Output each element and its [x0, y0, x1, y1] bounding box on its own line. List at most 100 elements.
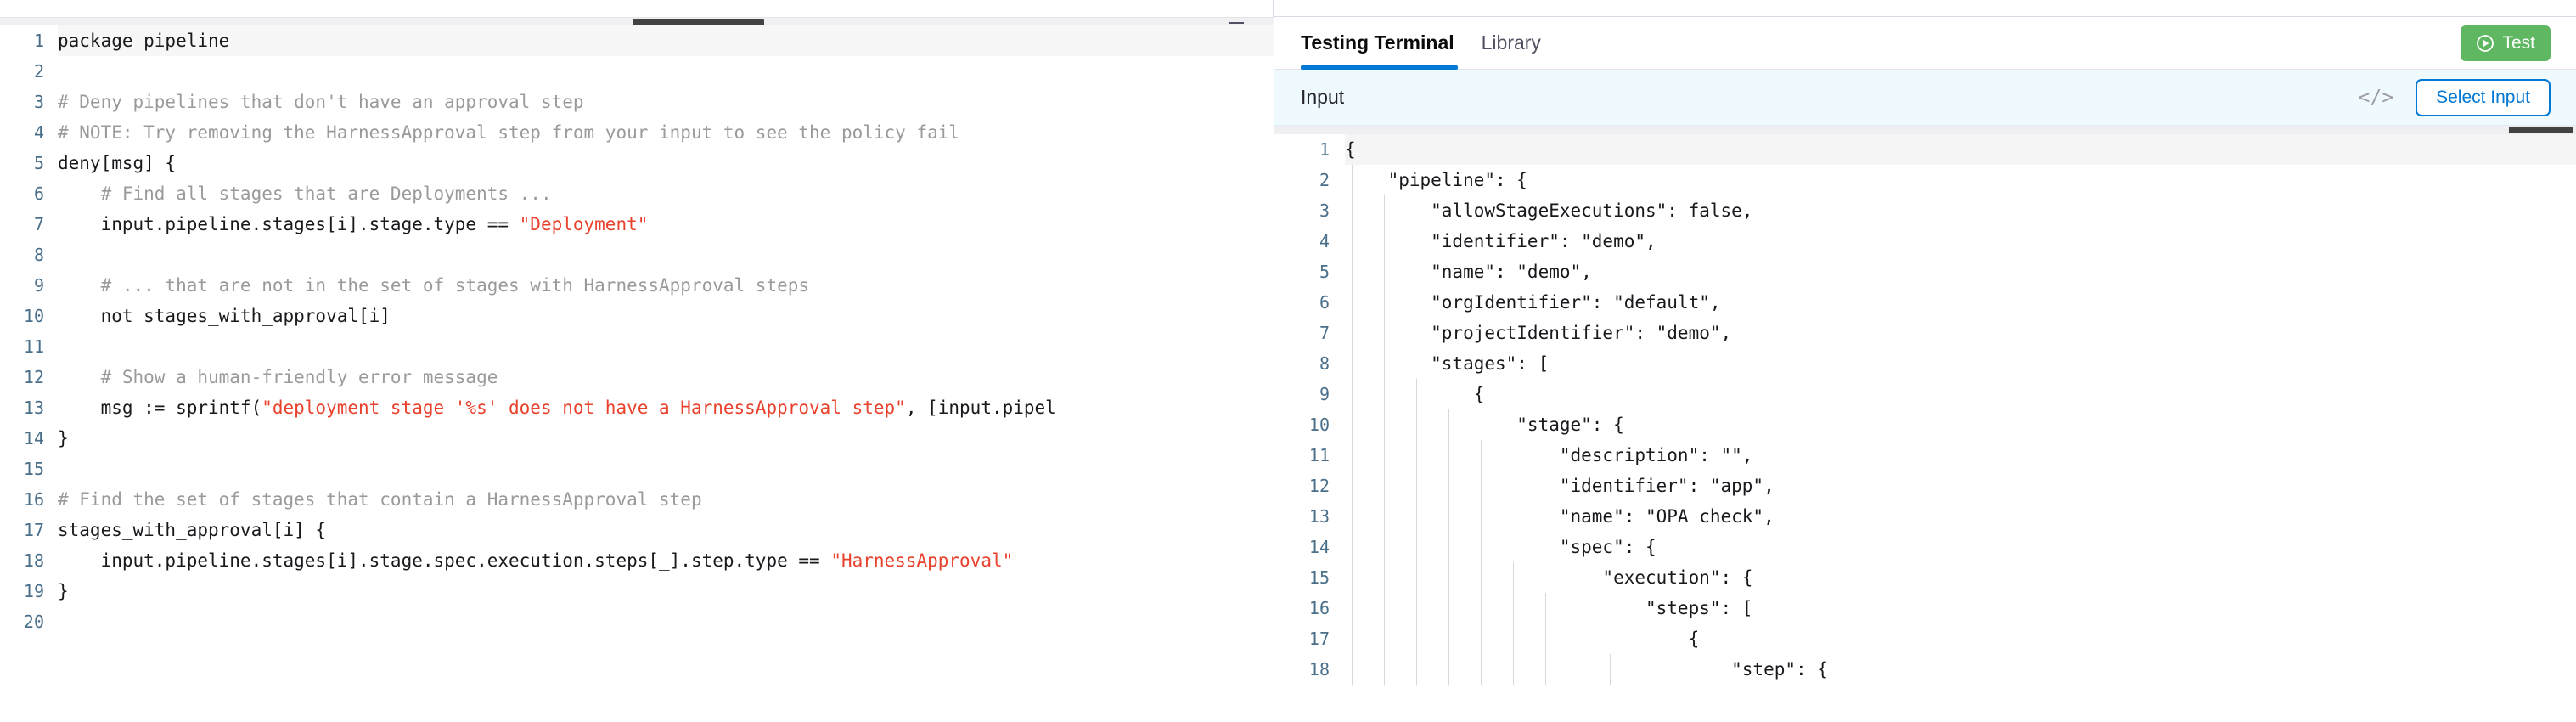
code-token-pln: input.pipeline.stages[i].stage.spec.exec… [58, 550, 831, 571]
json-indent-guide [1513, 562, 1514, 593]
json-line-content: "allowStageExecutions": false, [1345, 195, 2576, 226]
json-indent-guide [1352, 623, 1353, 654]
code-line-content: package pipeline [58, 25, 1274, 56]
json-line[interactable]: 6 "orgIdentifier": "default", [1274, 287, 2576, 318]
code-line[interactable]: 20 [0, 606, 1274, 637]
tab-testing-terminal[interactable]: Testing Terminal [1301, 17, 1468, 70]
json-line[interactable]: 13 "name": "OPA check", [1274, 501, 2576, 532]
json-line[interactable]: 15 "execution": { [1274, 562, 2576, 593]
code-line-text: # Find the set of stages that contain a … [58, 484, 702, 515]
json-line[interactable]: 8 "stages": [ [1274, 348, 2576, 379]
json-indent-guide [1352, 593, 1353, 623]
json-indent-guide [1352, 348, 1353, 379]
code-line[interactable]: 7 input.pipeline.stages[i].stage.type ==… [0, 209, 1274, 240]
json-line[interactable]: 10 "stage": { [1274, 409, 2576, 440]
json-line-content: "identifier": "demo", [1345, 226, 2576, 257]
json-indent-guide [1416, 471, 1417, 501]
code-line[interactable]: 16# Find the set of stages that contain … [0, 484, 1274, 515]
json-indent-guide [1416, 440, 1417, 471]
json-line[interactable]: 2 "pipeline": { [1274, 165, 2576, 195]
input-panel-header: Input </> Select Input [1274, 70, 2576, 126]
json-indent-guide [1513, 654, 1514, 685]
json-line[interactable]: 18 "step": { [1274, 654, 2576, 685]
code-token-pln: msg := sprintf( [58, 398, 262, 418]
test-button[interactable]: Test [2461, 25, 2551, 61]
json-line-text: "execution": { [1345, 567, 1753, 588]
json-line-number: 4 [1319, 231, 1330, 251]
code-line-number: 3 [33, 92, 44, 112]
json-line[interactable]: 5 "name": "demo", [1274, 257, 2576, 287]
testing-tabbar: Testing Terminal Library Test [1274, 17, 2576, 70]
tab-testing-terminal-label: Testing Terminal [1301, 31, 1454, 54]
code-line-number: 13 [23, 398, 44, 418]
select-input-button[interactable]: Select Input [2416, 78, 2551, 116]
code-line[interactable]: 18 input.pipeline.stages[i].stage.spec.e… [0, 545, 1274, 576]
json-indent-guide [1448, 471, 1449, 501]
code-line[interactable]: 13 msg := sprintf("deployment stage '%s'… [0, 392, 1274, 423]
json-line[interactable]: 16 "steps": [ [1274, 593, 2576, 623]
code-line-content [58, 454, 1274, 484]
code-line[interactable]: 2 [0, 56, 1274, 87]
code-line[interactable]: 19} [0, 576, 1274, 606]
code-line[interactable]: 9 # ... that are not in the set of stage… [0, 270, 1274, 301]
json-indent-guide [1416, 593, 1417, 623]
json-line-number: 1 [1319, 139, 1330, 160]
tab-library[interactable]: Library [1468, 17, 1555, 70]
json-indent-guide [1448, 562, 1449, 593]
right-pane-top-gap [1274, 0, 2576, 17]
code-line-text: } [58, 423, 69, 454]
json-line[interactable]: 4 "identifier": "demo", [1274, 226, 2576, 257]
json-indent-guide [1384, 226, 1385, 257]
input-json-area[interactable]: 1{2 "pipeline": {3 "allowStageExecutions… [1274, 126, 2576, 722]
json-line[interactable]: 11 "description": "", [1274, 440, 2576, 471]
json-line-number: 13 [1308, 506, 1330, 527]
json-line[interactable]: 3 "allowStageExecutions": false, [1274, 195, 2576, 226]
code-line-number: 15 [23, 459, 44, 479]
code-line[interactable]: 4# NOTE: Try removing the HarnessApprova… [0, 117, 1274, 148]
json-scrollbar-thumb[interactable] [2509, 127, 2573, 133]
code-line-number: 19 [23, 581, 44, 601]
json-line[interactable]: 14 "spec": { [1274, 532, 2576, 562]
code-token-pln: } [58, 428, 69, 448]
code-line-text: msg := sprintf("deployment stage '%s' do… [58, 392, 1056, 423]
code-token-str: "HarnessApproval" [830, 550, 1014, 571]
code-line-text: not stages_with_approval[i] [58, 301, 391, 331]
json-line[interactable]: 1{ [1274, 134, 2576, 165]
json-indent-guide [1352, 195, 1353, 226]
code-line[interactable]: 14} [0, 423, 1274, 454]
code-line-number: 5 [33, 153, 44, 173]
code-line[interactable]: 11 [0, 331, 1274, 362]
code-brackets-icon[interactable]: </> [2358, 86, 2394, 109]
json-line-content: "pipeline": { [1345, 165, 2576, 195]
json-indent-guide [1384, 409, 1385, 440]
json-line[interactable]: 9 { [1274, 379, 2576, 409]
editor-horizontal-scrollbar[interactable] [0, 17, 1274, 25]
json-line-number: 9 [1319, 384, 1330, 404]
json-line-text: "name": "OPA check", [1345, 506, 1775, 527]
minimize-icon[interactable] [1225, 12, 1247, 34]
code-line[interactable]: 6 # Find all stages that are Deployments… [0, 178, 1274, 209]
json-line-number: 12 [1308, 476, 1330, 496]
editor-scrollbar-thumb[interactable] [633, 19, 764, 25]
json-line-text: "stages": [ [1345, 353, 1550, 374]
code-token-pln: not stages_with_approval[i] [58, 306, 391, 326]
json-line-text: "identifier": "demo", [1345, 231, 1656, 251]
json-indent-guide [1384, 348, 1385, 379]
code-line[interactable]: 8 [0, 240, 1274, 270]
json-line-text: "description": "", [1345, 445, 1753, 465]
json-line[interactable]: 17 { [1274, 623, 2576, 654]
code-line[interactable]: 3 # Deny pipelines that don't have an app… [0, 87, 1274, 117]
json-line[interactable]: 12 "identifier": "app", [1274, 471, 2576, 501]
code-line-content: # Find all stages that are Deployments .… [58, 178, 1274, 209]
code-token-cmt: # Deny pipelines that don't have an appr… [58, 92, 584, 112]
code-line[interactable]: 10 not stages_with_approval[i] [0, 301, 1274, 331]
json-line[interactable]: 7 "projectIdentifier": "demo", [1274, 318, 2576, 348]
json-indent-guide [1481, 654, 1482, 685]
code-line[interactable]: 15 [0, 454, 1274, 484]
json-horizontal-scrollbar[interactable] [1274, 126, 2576, 134]
code-line[interactable]: 12 # Show a human-friendly error message [0, 362, 1274, 392]
